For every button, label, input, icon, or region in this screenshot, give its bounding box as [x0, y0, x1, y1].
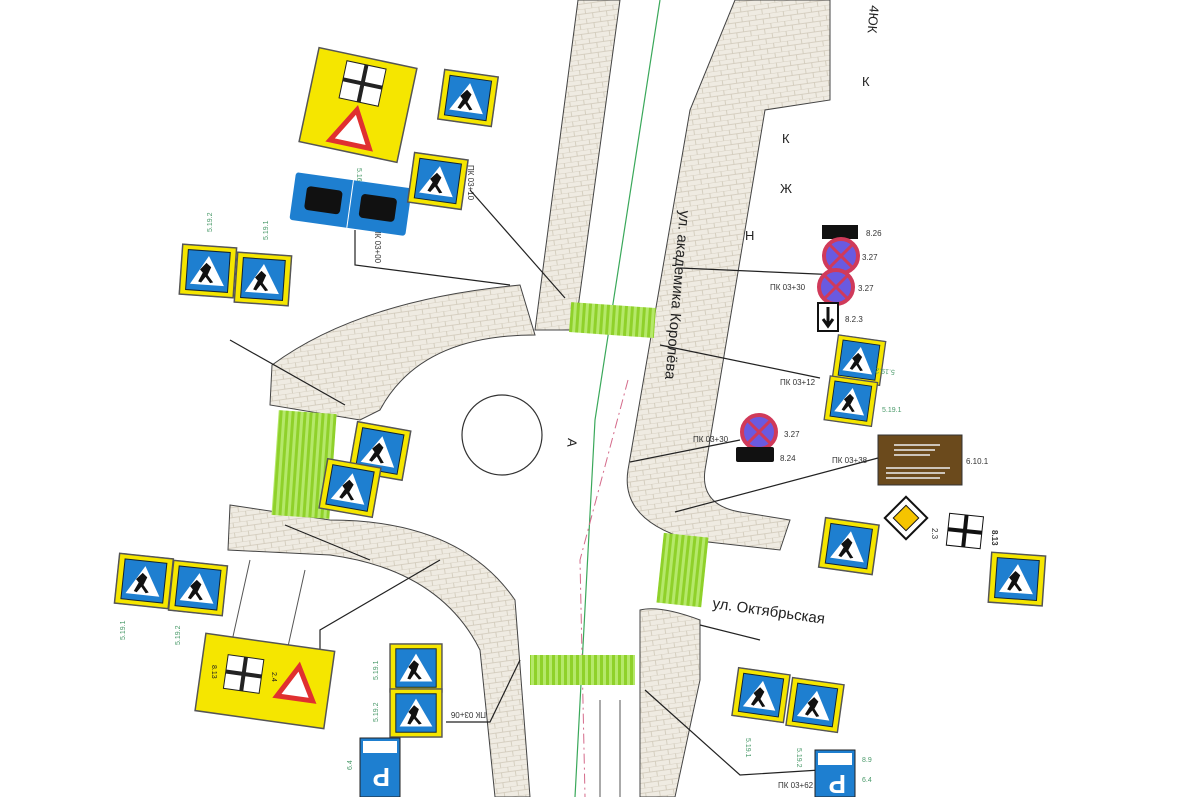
picket-label: ПК 03+30 — [770, 283, 806, 292]
sign-code: 5.19.2 — [373, 702, 380, 722]
parking-sign: P — [814, 749, 856, 797]
sign-code: 5.19.2 — [875, 366, 895, 375]
picket-label: ПК 03+62 — [778, 781, 814, 790]
street-name-oktyabrskaya: ул. Октябрьская — [711, 595, 826, 628]
pedestrian-crossing-sign — [437, 68, 499, 128]
warning-sign-board-2-4-8-13 — [298, 46, 418, 164]
marker-4yuk: 4ЮК — [865, 5, 882, 35]
sign-8-26 — [822, 225, 858, 239]
crosswalk-east — [656, 532, 709, 608]
picket-label: ПК 03+12 — [780, 378, 816, 387]
pedestrian-crossing-sign — [817, 516, 880, 576]
road-axis — [579, 379, 629, 797]
marker-k2: К — [782, 131, 790, 146]
sidewalk-right-upper — [626, 0, 831, 551]
pedestrian-crossing-sign — [318, 457, 382, 519]
sign-code: 5.19.2 — [207, 212, 214, 232]
pedestrian-crossing-sign — [785, 676, 845, 734]
svg-text:P: P — [373, 762, 390, 792]
pedestrian-crossing-sign — [389, 688, 443, 738]
sign-5-16-bus-stop — [289, 172, 412, 236]
sign-code: 3.27 — [862, 253, 878, 262]
warning-sign-board-2-4-8-13 — [194, 632, 336, 730]
sign-code: 5.19.1 — [120, 620, 127, 640]
sign-code: 8.9 — [862, 757, 872, 764]
sign-code: 2.3 — [930, 528, 939, 540]
pedestrian-crossing-sign — [167, 559, 229, 617]
sign-6-10-1-direction-board — [877, 434, 963, 486]
sign-code: 3.27 — [784, 430, 800, 439]
sign-code: 3.27 — [858, 284, 874, 293]
sidewalk-roundabout-corner — [269, 284, 536, 421]
picket-label: ПК 03+00 — [373, 228, 382, 264]
sign-code: 6.10.1 — [966, 457, 989, 466]
sign-code: 5.16 — [355, 168, 362, 182]
sign-8-13 — [945, 512, 985, 550]
crosswalk-west — [271, 410, 337, 519]
sign-code: 8.13 — [990, 530, 999, 546]
sign-code: 6.4 — [347, 760, 354, 770]
priority-road-sign-2-3 — [883, 495, 929, 541]
sign-code: 8.26 — [866, 229, 882, 238]
sign-code: 2.4 — [270, 672, 277, 682]
picket-label: ПК 03+10 — [466, 165, 475, 201]
pedestrian-crossing-sign — [233, 251, 293, 307]
marker-a: А — [564, 438, 580, 448]
sidewalk-right-lower — [639, 608, 701, 797]
sign-code: 5.19.2 — [795, 748, 802, 768]
sidewalk-left-lower — [227, 504, 531, 797]
pedestrian-crossing-sign — [389, 643, 443, 693]
sign-8-24 — [736, 447, 774, 462]
marker-zh: Ж — [780, 181, 792, 196]
roundabout-island — [461, 394, 543, 476]
pedestrian-crossing-sign — [113, 552, 175, 610]
picket-label: ПК 03+38 — [832, 456, 868, 465]
marker-k1: К — [862, 74, 870, 89]
sidewalk-left-upper — [534, 0, 621, 331]
picket-label: ПК 03+30 — [693, 435, 729, 444]
pedestrian-crossing-sign — [178, 243, 238, 299]
sign-code: 5.19.2 — [175, 625, 182, 645]
pedestrian-crossing-sign — [823, 375, 879, 428]
parking-sign: P — [359, 737, 401, 797]
sign-code: 5.19.1 — [263, 220, 270, 240]
picket-label: ПК 03+06 — [450, 710, 486, 719]
pedestrian-crossing-sign — [987, 551, 1047, 607]
marker-n: Н — [745, 228, 754, 243]
pedestrian-crossing-sign — [406, 151, 469, 211]
crosswalk-south — [530, 655, 635, 685]
sign-code: 5.19.1 — [373, 660, 380, 680]
crosswalk-north — [569, 302, 656, 338]
sign-code: 8.24 — [780, 454, 796, 463]
svg-text:P: P — [829, 769, 846, 797]
sign-code: 6.4 — [862, 777, 872, 784]
sign-8-2-3-arrow — [817, 302, 839, 332]
sign-code: 8.13 — [210, 665, 217, 679]
pedestrian-crossing-sign — [731, 666, 791, 724]
sign-code: 5.19.1 — [882, 407, 902, 414]
sign-code: 5.19.1 — [744, 738, 751, 758]
parking-lines — [229, 559, 621, 797]
sign-code: 8.2.3 — [845, 315, 863, 324]
